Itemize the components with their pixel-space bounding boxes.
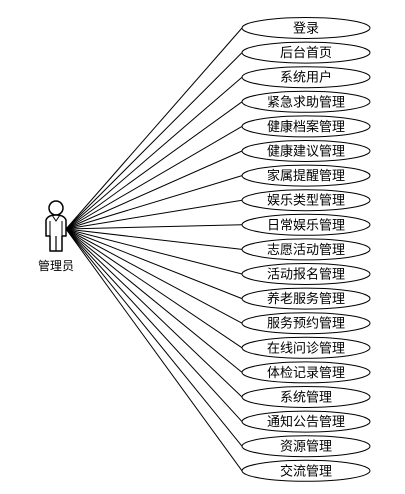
use-case: 健康建议管理 [241, 140, 371, 162]
use-case-label: 体检记录管理 [267, 366, 345, 381]
use-case-ellipse [241, 189, 371, 212]
use-case: 在线问诊管理 [241, 336, 371, 359]
association-line [65, 228, 243, 398]
association-line [65, 228, 243, 250]
association-line [65, 228, 243, 300]
use-case-label: 日常娱乐管理 [267, 218, 345, 233]
use-case-label: 资源管理 [280, 440, 332, 455]
use-case: 志愿活动管理 [241, 238, 371, 261]
association-line [65, 76, 243, 230]
use-case-label: 娱乐类型管理 [267, 194, 345, 209]
use-case-ellipse [241, 263, 371, 285]
use-case-ellipse [241, 459, 371, 482]
association-line [65, 228, 243, 422]
use-case: 服务预约管理 [241, 312, 371, 335]
use-case-label: 志愿活动管理 [267, 243, 345, 258]
use-case: 资源管理 [241, 435, 371, 458]
association-line [65, 52, 243, 230]
actor-label: 管理员 [38, 258, 74, 273]
use-case-ellipse [241, 287, 371, 310]
association-lines [65, 27, 243, 472]
use-case-label: 紧急求助管理 [267, 95, 345, 110]
use-case-ellipse [241, 17, 371, 39]
use-case-list: 登录后台首页系统用户紧急求助管理健康档案管理健康建议管理家属提醒管理娱乐类型管理… [241, 17, 371, 482]
use-case-label: 系统用户 [280, 70, 332, 86]
use-case-label: 服务预约管理 [267, 316, 345, 332]
association-line [65, 199, 243, 230]
use-case: 体检记录管理 [241, 361, 371, 384]
use-case-ellipse [241, 41, 371, 64]
use-case-ellipse [241, 361, 371, 384]
use-case-ellipse [241, 115, 371, 138]
use-case-label: 家属提醒管理 [267, 168, 345, 184]
use-case-label: 健康建议管理 [267, 144, 345, 160]
association-line [65, 228, 243, 349]
use-case: 娱乐类型管理 [241, 189, 371, 212]
use-case-label: 健康档案管理 [267, 119, 345, 135]
use-case: 紧急求助管理 [241, 90, 371, 113]
use-case: 通知公告管理 [241, 410, 371, 433]
use-case-label: 后台首页 [280, 46, 332, 61]
association-line [65, 150, 243, 230]
use-case: 后台首页 [241, 41, 371, 64]
use-case-ellipse [241, 140, 371, 162]
association-line [65, 101, 243, 230]
use-case-ellipse [241, 386, 371, 408]
use-case-ellipse [241, 410, 371, 433]
association-line [65, 228, 243, 275]
association-line [65, 228, 243, 373]
association-line [65, 228, 243, 447]
use-case: 系统用户 [241, 66, 371, 89]
use-case: 系统管理 [241, 386, 371, 408]
association-line [65, 125, 243, 230]
actor: 管理员 [38, 200, 74, 273]
use-case: 日常娱乐管理 [241, 213, 371, 236]
use-case-label: 系统管理 [280, 391, 332, 406]
use-case-ellipse [241, 164, 371, 187]
association-line [65, 228, 243, 324]
use-case: 健康档案管理 [241, 115, 371, 138]
use-case: 养老服务管理 [241, 287, 371, 310]
use-case-label: 在线问诊管理 [267, 341, 345, 356]
use-case-ellipse [241, 238, 371, 261]
use-case: 家属提醒管理 [241, 164, 371, 187]
association-line [65, 27, 243, 230]
use-case-ellipse [241, 312, 371, 335]
use-case-ellipse [241, 66, 371, 89]
use-case-label: 通知公告管理 [267, 414, 345, 430]
association-line [65, 224, 243, 230]
use-case: 活动报名管理 [241, 263, 371, 285]
use-case-ellipse [241, 213, 371, 236]
person-icon [45, 200, 67, 252]
use-case-label: 活动报名管理 [267, 267, 345, 283]
association-line [65, 175, 243, 230]
use-case-label: 养老服务管理 [267, 291, 345, 307]
use-case-ellipse [241, 90, 371, 113]
use-case: 登录 [241, 17, 371, 39]
use-case-label: 交流管理 [280, 463, 332, 479]
use-case-label: 登录 [293, 22, 319, 37]
association-line [65, 228, 243, 472]
use-case-ellipse [241, 435, 371, 458]
use-case: 交流管理 [241, 459, 371, 482]
use-case-ellipse [241, 336, 371, 359]
